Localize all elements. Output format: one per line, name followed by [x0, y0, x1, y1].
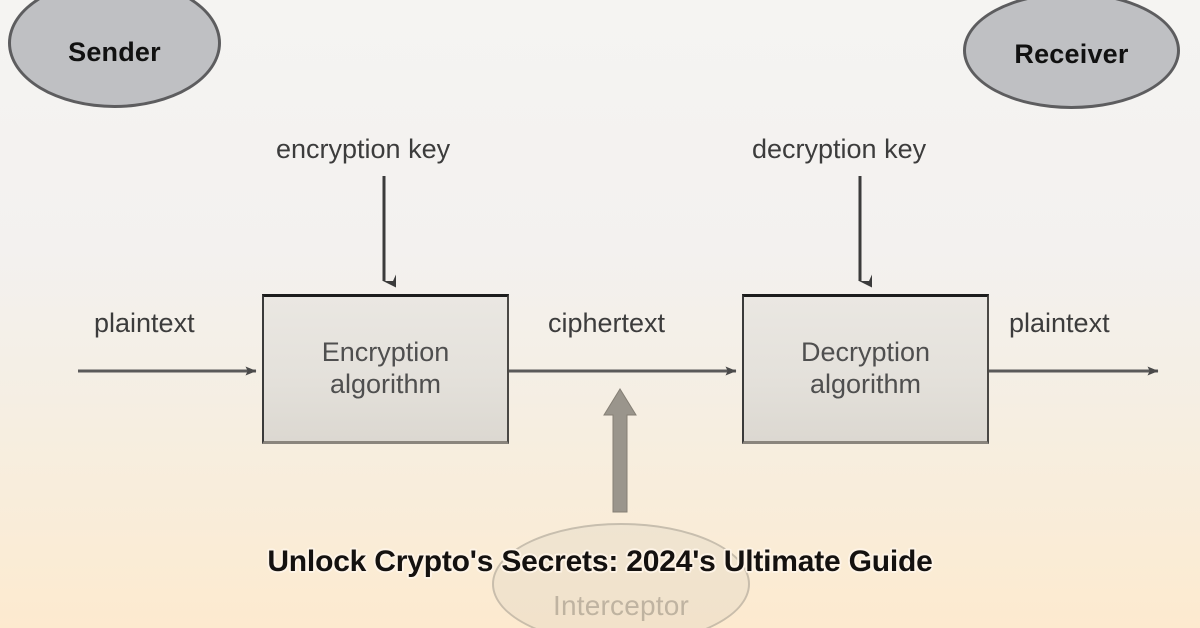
- interceptor-label: Interceptor: [552, 590, 690, 621]
- plaintext-input-label: plaintext: [94, 308, 195, 338]
- sender-node: Sender: [8, 0, 221, 108]
- decryption-algorithm-box: Decryption algorithm: [742, 294, 989, 444]
- encryption-algorithm-line2: algorithm: [329, 369, 442, 399]
- receiver-node: Receiver: [963, 0, 1180, 109]
- sender-label: Sender: [68, 36, 161, 67]
- plaintext-output-label: plaintext: [1009, 308, 1110, 338]
- interceptor-block-arrow: [603, 388, 637, 513]
- ciphertext-label: ciphertext: [548, 308, 666, 338]
- interceptor-node: Interceptor: [492, 523, 750, 628]
- encryption-key-label: encryption key: [276, 134, 451, 164]
- decryption-algorithm-line2: algorithm: [809, 369, 922, 399]
- encryption-algorithm-line1: Encryption: [321, 337, 450, 368]
- encryption-algorithm-box: Encryption algorithm: [262, 294, 509, 444]
- decryption-algorithm-line1: Decryption: [800, 337, 931, 368]
- overlay-headline: Unlock Crypto's Secrets: 2024's Ultimate…: [267, 545, 933, 578]
- decryption-key-label: decryption key: [752, 134, 927, 164]
- receiver-label: Receiver: [1014, 39, 1129, 69]
